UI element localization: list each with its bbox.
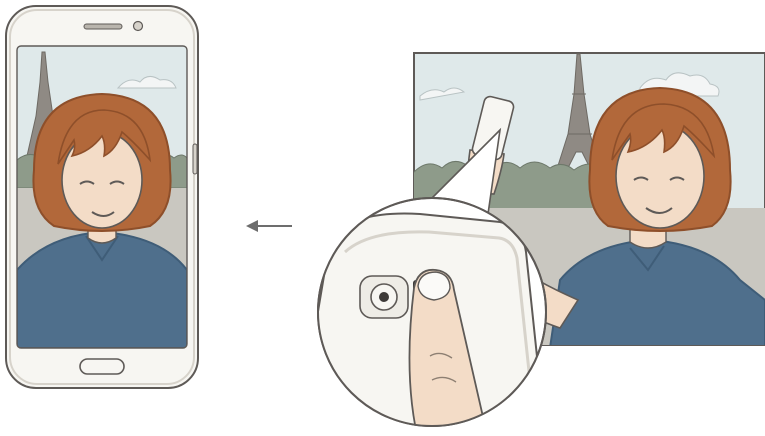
front-camera-icon [134,22,143,31]
side-button [193,144,197,174]
rear-camera-icon [360,276,408,318]
earpiece [84,24,122,29]
home-button [80,359,124,374]
phone-screen [17,46,187,348]
left-arrow-icon [246,220,292,232]
phone-preview [6,6,198,388]
